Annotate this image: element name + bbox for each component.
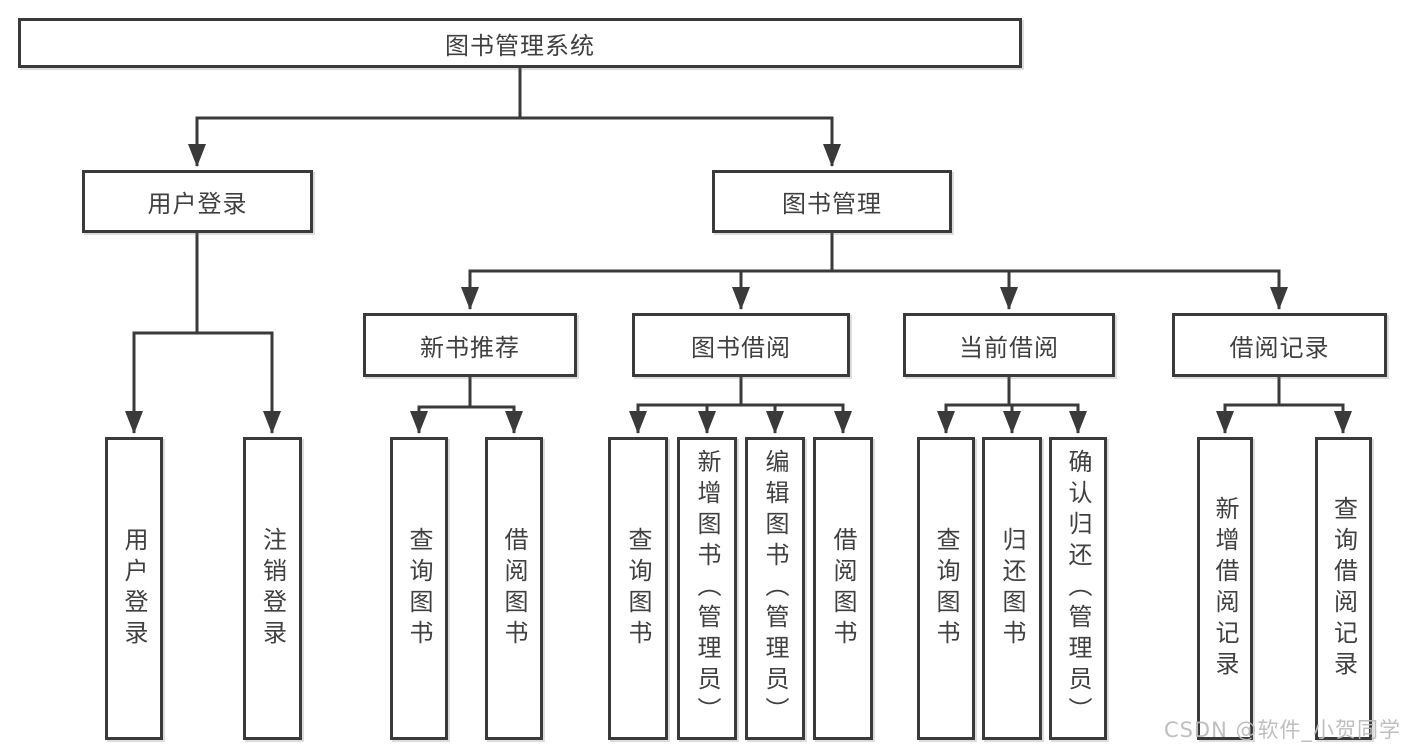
node-user-login: 用户登录 [82, 170, 313, 233]
leaf-borrowing-query-books: 查询图书 [608, 437, 668, 740]
node-new-book-recommendation: 新书推荐 [363, 313, 577, 377]
leaf-borrowing-borrow-books-label: 借阅图书 [829, 526, 857, 651]
leaf-return-books-label: 归还图书 [998, 526, 1026, 651]
csdn-watermark: CSDN @软件_小贺同学 [1163, 718, 1401, 742]
leaf-add-borrow-record-label: 新增借阅记录 [1211, 495, 1239, 682]
leaf-new-books-borrow-books-label: 借阅图书 [500, 526, 528, 651]
node-current-borrowing: 当前借阅 [903, 313, 1115, 377]
leaf-new-books-borrow-books: 借阅图书 [485, 437, 543, 740]
leaf-query-borrow-record-label: 查询借阅记录 [1329, 495, 1358, 682]
leaf-current-query-books-label: 查询图书 [932, 526, 960, 651]
leaf-confirm-return-admin: 确认归还（管理员） [1049, 437, 1107, 740]
leaf-query-borrow-record: 查询借阅记录 [1315, 437, 1372, 740]
leaf-user-login: 用户登录 [105, 437, 163, 740]
leaf-add-book-admin: 新增图书（管理员） [677, 437, 737, 740]
leaf-logout-label: 注销登录 [258, 526, 287, 651]
node-library-management-system: 图书管理系统 [18, 18, 1022, 68]
node-book-borrowing: 图书借阅 [632, 313, 850, 377]
leaf-logout: 注销登录 [243, 437, 302, 740]
leaf-edit-book-admin-label: 编辑图书（管理员） [761, 449, 789, 728]
leaf-add-borrow-record: 新增借阅记录 [1197, 437, 1253, 740]
leaf-user-login-label: 用户登录 [120, 526, 148, 651]
leaf-current-query-books: 查询图书 [917, 437, 975, 740]
leaf-borrowing-query-books-label: 查询图书 [624, 526, 652, 651]
leaf-new-books-query-books-label: 查询图书 [405, 526, 433, 651]
leaf-confirm-return-admin-label: 确认归还（管理员） [1064, 449, 1092, 728]
leaf-add-book-admin-label: 新增图书（管理员） [693, 449, 721, 728]
node-borrowing-records: 借阅记录 [1172, 313, 1387, 377]
leaf-new-books-query-books: 查询图书 [390, 437, 448, 740]
leaf-borrowing-borrow-books: 借阅图书 [813, 437, 873, 740]
leaf-edit-book-admin: 编辑图书（管理员） [745, 437, 805, 740]
node-book-management: 图书管理 [712, 170, 952, 233]
leaf-return-books: 归还图书 [982, 437, 1042, 740]
